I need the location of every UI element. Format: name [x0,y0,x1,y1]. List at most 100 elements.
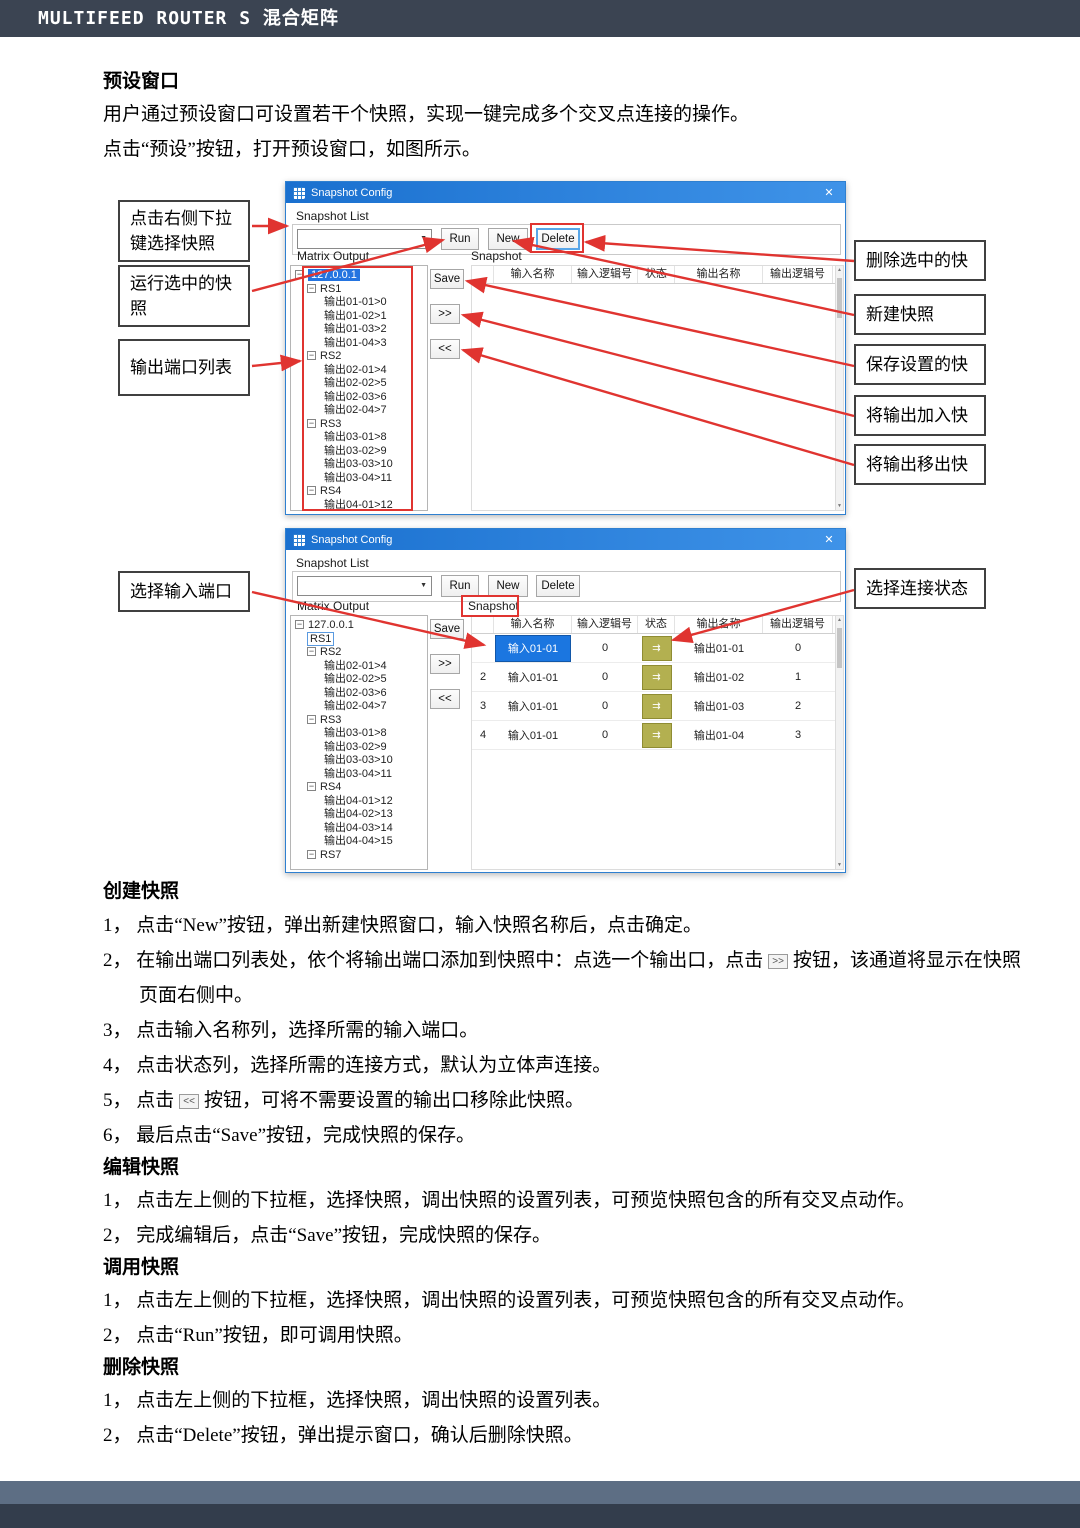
run-button[interactable]: Run [441,228,479,250]
add-output-button[interactable]: >> [430,304,460,324]
table-row[interactable]: 2 输入01-01 0 ⇉ 输出01-02 1 [472,663,837,692]
tree-item[interactable]: 输出04-04>15 [324,835,393,847]
scroll-down-icon[interactable]: ▼ [837,862,842,868]
tree-item[interactable]: 输出03-04>11 [324,471,392,484]
chevron-down-icon[interactable]: ▼ [420,235,427,242]
col-status[interactable]: 状态 [638,616,675,633]
new-button[interactable]: New [488,575,528,597]
collapse-icon[interactable]: − [295,270,304,279]
tree-item[interactable]: 输出03-02>9 [324,444,387,457]
tree-item[interactable]: −RS4 [307,781,342,793]
tree-item[interactable]: −RS1 [307,282,342,295]
col-output-name[interactable]: 输出名称 [675,616,763,633]
tree-item[interactable]: 输出02-04>7 [324,404,387,416]
tree-item[interactable]: 输出03-04>11 [324,767,392,780]
collapse-icon[interactable]: − [307,283,316,293]
scroll-up-icon[interactable]: ▲ [837,617,842,623]
col-input-logic[interactable]: 输入逻辑号 [572,616,638,633]
tree-item[interactable]: 输出03-03>10 [324,458,393,470]
collapse-icon[interactable]: − [307,647,316,656]
tree-item[interactable]: 输出03-01>8 [324,727,387,739]
tree-item[interactable]: −RS2 [307,646,342,658]
vertical-scrollbar[interactable]: ▲ ▼ [835,615,844,870]
output-name-cell: 输出01-03 [693,701,745,713]
tree-item[interactable]: −RS7 [307,848,342,861]
table-row[interactable]: 4 输入01-01 0 ⇉ 输出01-04 3 [472,721,837,750]
callout-delete-snapshot: 删除选中的快 [854,240,986,281]
tree-item[interactable]: 输出03-02>9 [324,740,387,753]
tree-item[interactable]: 输出01-01>0 [324,296,387,308]
output-logic-cell: 2 [794,700,802,712]
tree-item[interactable]: 输出01-03>2 [324,323,387,335]
snapshot-select[interactable]: ▼ [297,229,432,249]
tree-item[interactable]: 输出02-02>5 [324,673,387,685]
tree-item[interactable]: 输出03-03>10 [324,754,393,766]
tree-item[interactable]: 输出03-01>8 [324,431,387,443]
chevron-down-icon[interactable]: ▼ [420,582,427,589]
col-input-logic[interactable]: 输入逻辑号 [572,266,638,283]
collapse-icon[interactable]: − [307,351,316,360]
tree-item[interactable]: 输出02-04>7 [324,700,387,712]
run-button[interactable]: Run [441,575,479,597]
close-icon[interactable]: ✕ [824,534,834,546]
tree-item[interactable]: 输出02-01>4 [324,659,387,672]
tree-item[interactable]: −RS3 [307,713,342,726]
col-output-logic[interactable]: 输出逻辑号 [763,616,833,633]
col-output-logic[interactable]: 输出逻辑号 [763,266,833,283]
tree-item[interactable]: 输出02-03>6 [324,390,387,403]
tree-item-host[interactable]: −127.0.0.1 [295,619,354,631]
add-output-button[interactable]: >> [430,654,460,674]
window-titlebar[interactable]: Snapshot Config ✕ [286,529,845,550]
tree-item[interactable]: 输出02-03>6 [324,686,387,699]
delete-button[interactable]: Delete [536,228,580,250]
window-titlebar[interactable]: Snapshot Config ✕ [286,182,845,203]
input-name-cell-selected[interactable]: 输入01-01 [495,634,571,662]
collapse-icon[interactable]: − [307,849,316,859]
vertical-scrollbar[interactable]: ▲ ▼ [835,265,844,511]
status-cell[interactable]: ⇉ [641,693,672,719]
scroll-up-icon[interactable]: ▲ [837,267,842,273]
collapse-icon[interactable]: − [307,782,316,791]
col-output-name[interactable]: 输出名称 [675,266,763,283]
remove-output-button[interactable]: << [430,339,460,359]
collapse-icon[interactable]: − [307,714,316,724]
tree-item[interactable]: 输出02-02>5 [324,377,387,389]
tree-item[interactable]: 输出04-03>14 [324,821,393,834]
close-icon[interactable]: ✕ [824,187,834,199]
tree-item[interactable]: 输出01-02>1 [324,309,387,322]
status-cell[interactable]: ⇉ [641,635,672,661]
collapse-icon[interactable]: − [307,486,316,495]
step-line: 2， 在输出端口列表处，依个将输出端口添加到快照中：点选一个输出口，点击>>按钮… [103,947,1021,975]
table-row[interactable]: 3 输入01-01 0 ⇉ 输出01-03 2 [472,692,837,721]
tree-item[interactable]: −RS4 [307,485,342,497]
new-button[interactable]: New [488,228,528,250]
input-name-cell[interactable]: 输入01-01 [507,730,559,742]
table-row[interactable]: 输入01-01 0 ⇉ 输出01-01 0 [472,634,837,663]
collapse-icon[interactable]: − [307,418,316,428]
tree-item[interactable]: 输出01-04>3 [324,336,387,349]
tree-item[interactable]: 输出04-02>13 [324,808,393,820]
tree-item[interactable]: 输出04-01>12 [324,498,393,511]
tree-item[interactable]: −RS3 [307,417,342,430]
scrollbar-thumb[interactable] [837,278,842,318]
tree-item[interactable]: 输出02-01>4 [324,363,387,376]
col-status[interactable]: 状态 [638,266,675,283]
remove-output-button[interactable]: << [430,689,460,709]
scroll-down-icon[interactable]: ▼ [837,503,842,509]
collapse-icon[interactable]: − [295,620,304,629]
delete-button[interactable]: Delete [536,575,580,597]
col-input-name[interactable]: 输入名称 [494,266,572,283]
status-cell[interactable]: ⇉ [641,722,672,748]
input-name-cell[interactable]: 输入01-01 [507,701,559,713]
scrollbar-thumb[interactable] [837,628,842,668]
input-name-cell[interactable]: 输入01-01 [507,672,559,684]
tree-item[interactable]: RS1 [291,631,427,647]
save-button[interactable]: Save [430,269,464,289]
tree-item-host[interactable]: −127.0.0.1 [291,269,427,283]
snapshot-select[interactable]: ▼ [297,576,432,596]
col-input-name[interactable]: 输入名称 [494,616,572,633]
tree-item[interactable]: −RS2 [307,350,342,362]
tree-item[interactable]: 输出04-01>12 [324,794,393,807]
status-cell[interactable]: ⇉ [641,664,672,690]
save-button[interactable]: Save [430,619,464,639]
